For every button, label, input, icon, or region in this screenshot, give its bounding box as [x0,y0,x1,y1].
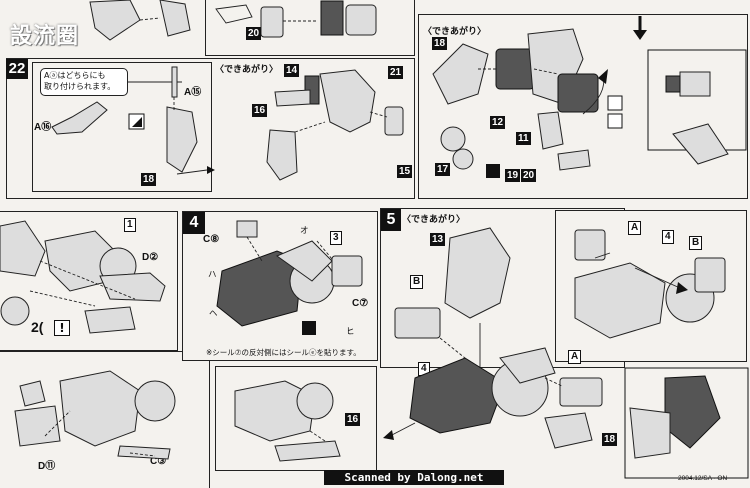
step-22-illustration [51,66,215,175]
part-c7-label: C⑦ [352,298,369,309]
part-14-label: 14 [284,64,300,77]
scan-credit: Scanned by Dalong.net [324,470,504,485]
seal-ha-label: ハ [208,269,217,279]
step-21-illustration [266,69,404,181]
step-21-number: 21 [388,66,404,79]
step-5-number: 5 [381,209,401,231]
part-a-label-b: A [568,350,582,364]
step-4-illustration [216,220,363,335]
part-1-label: 1 [124,218,136,232]
completed-label-5: 〈できあがり〉 [402,215,466,225]
part-18-label-b: 18 [432,37,448,50]
bottom-middle-illustration [234,380,341,462]
part-4-label-b: 4 [662,230,674,244]
part-b-label-b: B [689,236,703,250]
part-16-label-b: 16 [345,413,361,426]
part-13-label: 13 [430,233,446,246]
step-22-subpanel [32,62,212,192]
part-18-label: 18 [141,173,157,186]
top-left-illustration [0,0,200,55]
part-12-label: 12 [490,116,506,129]
part-d11-label: D⑪ [38,461,56,472]
part-11-label: 11 [516,132,531,145]
part-19-label: 19 [505,169,521,182]
note-callout: Aⓐはどちらにも 取り付けられます。 [40,68,128,96]
part-20-label: 20 [246,27,262,40]
step-4-number: 4 [183,212,205,234]
part-15-label: 15 [397,165,413,178]
step-20-panel: 20 [205,0,415,56]
note-line-2: 取り付けられます。 [44,82,116,91]
part-a15-label: A⑮ [184,87,202,98]
top-right-illustration [432,16,747,178]
part-d2-label: D② [142,252,159,263]
step-1-illustration [0,220,166,334]
step-22-number: 22 [6,59,28,79]
completed-label-top-right: 〈できあがり〉 [423,27,487,37]
seal-o-label: オ [300,225,309,235]
part-18-label-c: 18 [602,433,618,446]
part-16-label-a: 16 [252,104,268,117]
watermark-logo: 設流圈 [10,24,80,49]
part-b-label-a: B [410,275,424,289]
part-a-label-a: A [628,221,642,235]
part-3-label: 3 [330,231,342,245]
part-17-label: 17 [435,163,451,176]
step-2-marker: 2( [31,319,44,335]
print-code: 2004.12/SA · ON [678,475,728,482]
seal-hi-label: ヒ [346,326,355,336]
warning-icon: ! [54,320,70,336]
note-line-1: Aⓐはどちらにも [44,71,106,80]
seal-he-label: ヘ [209,308,218,318]
part-a16-label: A⑯ [34,122,52,133]
step-5-illustration [383,227,749,479]
step-20-illustration [215,0,377,38]
seal-note: ※シール⑦の反対側にはシールⓔを貼ります。 [206,348,361,357]
completed-label-21: 〈できあがり〉 [215,65,279,75]
part-c8-label: C⑧ [203,234,220,245]
step-1-lower-illustration [14,370,176,460]
part-20-label-b: 20 [521,169,537,182]
part-c3-label: C③ [150,456,167,467]
